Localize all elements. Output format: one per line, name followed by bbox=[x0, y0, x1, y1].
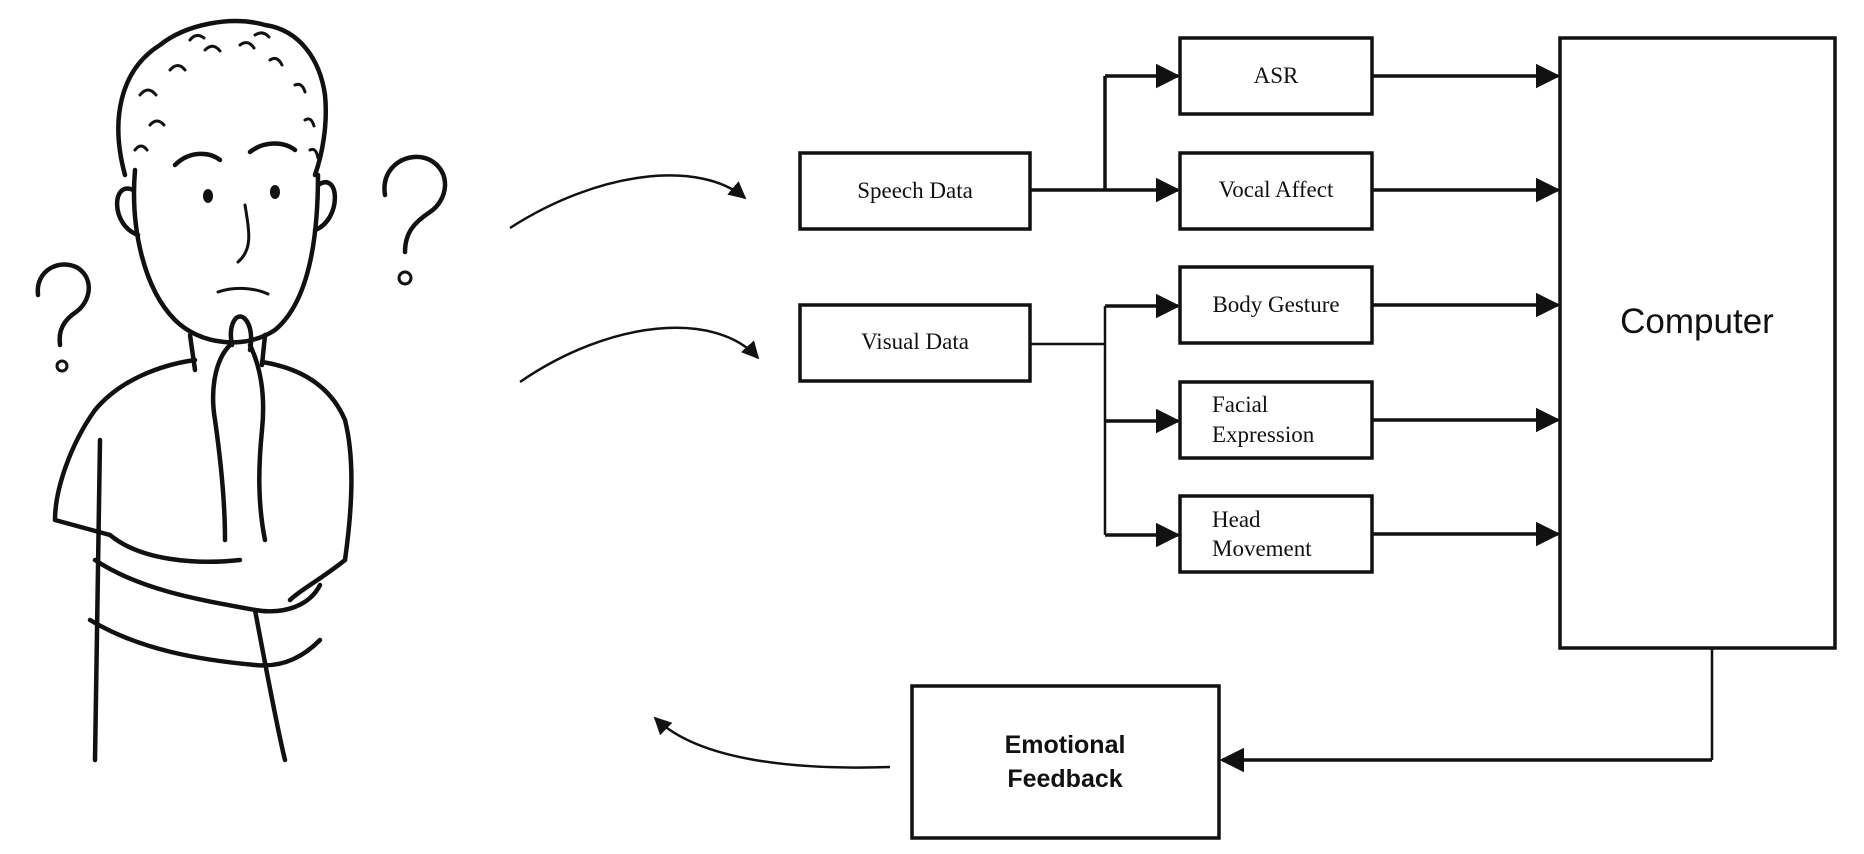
svg-text:Facial: Facial bbox=[1212, 392, 1268, 417]
asr-box: ASR bbox=[1178, 36, 1374, 116]
question-mark-icon bbox=[35, 262, 91, 373]
person-to-visual-arrow bbox=[519, 326, 760, 384]
svg-text:Movement: Movement bbox=[1212, 536, 1312, 561]
speech-data-box: Speech Data bbox=[798, 151, 1032, 231]
svg-text:Expression: Expression bbox=[1212, 422, 1315, 447]
svg-text:Body Gesture: Body Gesture bbox=[1212, 292, 1339, 317]
svg-text:Visual Data: Visual Data bbox=[861, 329, 969, 354]
vocal-affect-box: Vocal Affect bbox=[1178, 151, 1374, 231]
svg-text:ASR: ASR bbox=[1254, 63, 1299, 88]
facial-expression-box: Facial Expression bbox=[1178, 380, 1374, 460]
svg-text:Computer: Computer bbox=[1620, 302, 1774, 341]
confused-person-illustration bbox=[35, 18, 448, 763]
visual-data-box: Visual Data bbox=[798, 303, 1032, 383]
person-to-speech-arrow bbox=[509, 174, 747, 230]
svg-text:Feedback: Feedback bbox=[1007, 765, 1122, 793]
emotional-feedback-box: Emotional Feedback bbox=[910, 684, 1221, 840]
question-mark-icon bbox=[382, 154, 448, 286]
computer-box: Computer bbox=[1558, 36, 1837, 650]
svg-text:Emotional: Emotional bbox=[1005, 731, 1126, 759]
feedback-to-person-arrow bbox=[653, 716, 891, 769]
body-gesture-box: Body Gesture bbox=[1178, 265, 1374, 345]
head-movement-box: Head Movement bbox=[1178, 494, 1374, 574]
svg-text:Speech Data: Speech Data bbox=[857, 178, 973, 203]
svg-text:Vocal Affect: Vocal Affect bbox=[1219, 177, 1334, 202]
svg-text:Head: Head bbox=[1212, 507, 1261, 532]
